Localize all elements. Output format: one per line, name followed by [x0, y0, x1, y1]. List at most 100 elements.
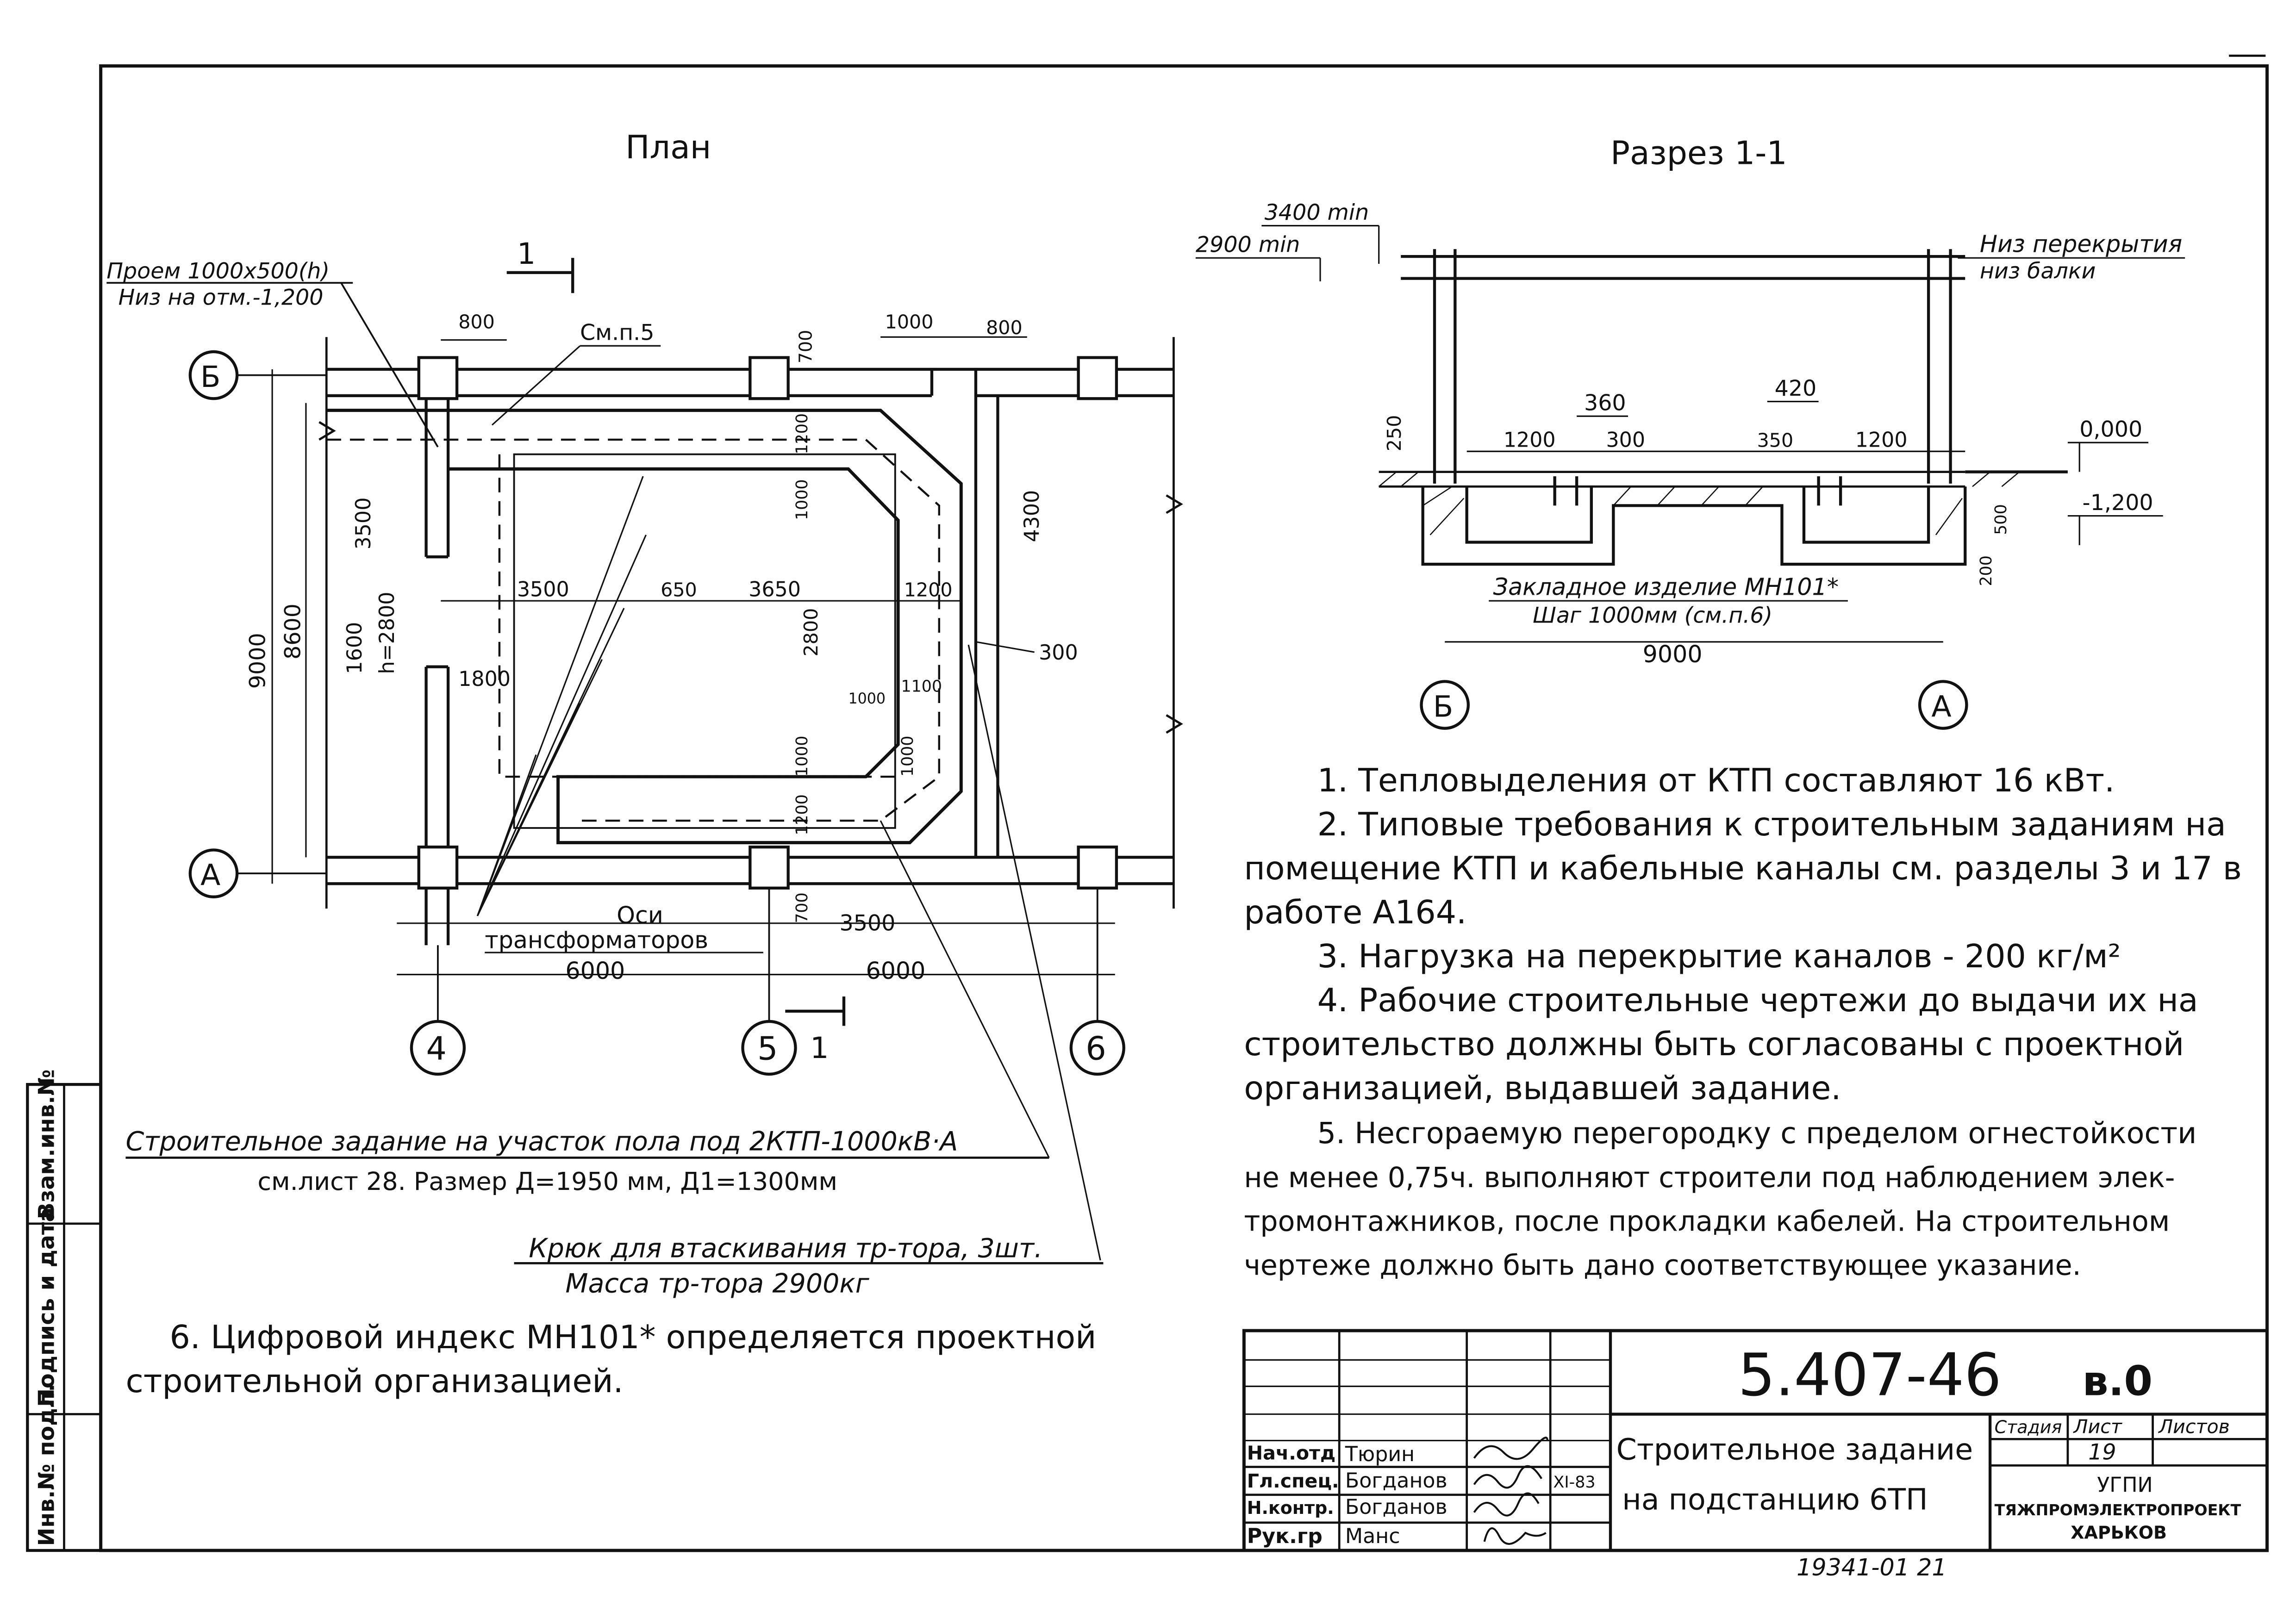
side-vzam-inv: Взам.инв.№: [34, 1069, 59, 1219]
section-axis-B-label: Б: [1433, 689, 1453, 723]
section-mark-top: 1: [517, 237, 536, 271]
section-dim-200: 200: [1977, 555, 1996, 586]
break-lines: [318, 337, 1183, 909]
dim-text: 650: [661, 579, 697, 601]
side-signature-date: Подпись и дата: [34, 1207, 59, 1407]
notes: 1. Тепловыделения от КТП составляют 16 к…: [1244, 762, 2242, 1282]
axis-A-marker: А: [188, 848, 327, 898]
section-dim-350: 350: [1757, 429, 1794, 452]
stamp-row-3-role: Рук.гр: [1247, 1525, 1323, 1548]
section-dim-1200b: 1200: [1855, 429, 1908, 452]
stamp-title-1: Строительное задание: [1616, 1432, 1973, 1467]
dim-text: 1100: [901, 678, 942, 696]
section-dim-1200a: 1200: [1504, 429, 1556, 452]
section-dim-360: 360: [1584, 391, 1626, 416]
title-block: [1242, 1329, 2269, 1552]
stamp-row-0-role: Нач.отд: [1247, 1442, 1335, 1464]
dim-text: 700: [793, 892, 811, 923]
note-2c: работе А164.: [1244, 894, 1466, 931]
plan-axes-label: Оси: [617, 902, 663, 929]
stamp-row-2-name: Богданов: [1345, 1495, 1447, 1519]
hook-line2: Масса тр-тора 2900кг: [565, 1269, 869, 1299]
section-dim-300: 300: [1606, 429, 1645, 452]
note-4c: организацией, выдавшей задание.: [1244, 1070, 1841, 1107]
stamp-row-1-role: Гл.спец.: [1247, 1470, 1339, 1492]
dim-text: 3500: [839, 911, 895, 936]
stamp-sheet-no: 19: [2088, 1440, 2116, 1465]
plan-opening-level: Низ на отм.-1,200: [119, 285, 324, 311]
dim-text: 1200: [793, 413, 811, 454]
plan-cable-channel: [326, 409, 963, 845]
dim-text: 3500: [517, 578, 569, 602]
side-inv-podl: Инв.№ подл.: [34, 1384, 59, 1546]
section-view: Разрез 1-1 3400 min 2900 min Низ перекры…: [1196, 135, 2185, 730]
plan-view: План Проем 1000х500(h) Низ на отм.-1,200…: [106, 129, 1183, 1261]
ceiling-note1: Низ перекрытия: [1980, 230, 2182, 258]
section-hatching: [1378, 471, 2020, 535]
axis-4-marker: 4: [410, 945, 466, 1076]
note-4b: строительство должны быть согласованы с …: [1244, 1026, 2184, 1063]
section-axis-A-label: А: [1931, 689, 1951, 723]
leader-line: [340, 282, 439, 448]
section-axis-B: Б: [1420, 680, 1470, 730]
leader-line: [491, 345, 581, 426]
dim-text: 1000: [793, 736, 811, 777]
level-0: 0,000: [2079, 417, 2142, 442]
dim-text: 1800: [458, 667, 511, 691]
axis-A-label: А: [200, 858, 220, 892]
dim-text: 1000: [793, 479, 811, 520]
section-dim-500: 500: [1992, 504, 2010, 535]
axis-B-marker: Б: [188, 350, 327, 400]
note-6-line1: 6. Цифровой индекс МН101* определяется п…: [169, 1319, 1096, 1356]
dim-text: 1200: [904, 579, 953, 601]
note-3: 3. Нагрузка на перекрытие каналов - 200 …: [1317, 938, 2121, 975]
dim-text: 1000: [898, 736, 917, 777]
dim-text: 8600: [280, 604, 306, 660]
plan-axes-label-2: трансформаторов: [485, 927, 708, 954]
leader-fan: [476, 476, 1101, 1261]
stamp-org-1: УГПИ: [2097, 1473, 2153, 1497]
stamp-org-2: ТЯЖПРОМЭЛЕКТРОПРОЕКТ: [1995, 1501, 2241, 1519]
stamp-code: 5.407-46: [1738, 1340, 2001, 1409]
ceiling-note2: низ балки: [1980, 259, 2096, 284]
note-2b: помещение КТП и кабельные каналы см. раз…: [1244, 850, 2242, 887]
dim-text: 9000: [245, 633, 270, 689]
plan-see-note: См.п.5: [580, 320, 654, 346]
dim-text: 1000: [848, 691, 886, 707]
axis-B-label: Б: [200, 360, 220, 394]
dim-text: 700: [795, 330, 816, 364]
sheet-frame: [99, 64, 2269, 1552]
stamp-org-3: ХАРЬКОВ: [2071, 1523, 2167, 1543]
stamp-row-2-role: Н.контр.: [1247, 1498, 1334, 1518]
dim-text: 1000: [885, 311, 934, 333]
dim-text: 300: [1039, 641, 1078, 665]
stamp-sheets-label: Листов: [2158, 1416, 2230, 1438]
dim-text: 800: [458, 311, 495, 333]
footer-number: 19341-01 21: [1797, 1554, 1947, 1581]
dim-text: 6000: [565, 957, 625, 984]
dim-text: h=2800: [375, 592, 399, 674]
hook-line1: Крюк для втаскивания тр-тора, 3шт.: [529, 1233, 1042, 1264]
side-strip: Инв.№ подл. Подпись и дата Взам.инв.№: [26, 1069, 102, 1552]
floor-task-line1: Строительное задание на участок пола под…: [125, 1127, 958, 1157]
axis-6-marker: 6: [1069, 888, 1125, 1076]
note-4a: 4. Рабочие строительные чертежи до выдач…: [1317, 982, 2198, 1019]
note-5d: чертеже должно быть дано соответствующее…: [1244, 1250, 2081, 1282]
dim-text: 3650: [749, 578, 801, 602]
section-title: Разрез 1-1: [1610, 135, 1787, 172]
plan-dim-lines: [271, 336, 1115, 976]
stamp-sheet-label: Лист: [2073, 1416, 2122, 1438]
axis-5-label: 5: [757, 1030, 778, 1067]
section-dim-420: 420: [1775, 376, 1817, 401]
plan-title: План: [625, 129, 711, 166]
section-dim-3400: 3400 min: [1265, 200, 1369, 225]
section-axis-A: А: [1918, 680, 1968, 730]
stamp-row-1-name: Богданов: [1345, 1469, 1447, 1493]
axis-6-label: 6: [1086, 1030, 1106, 1067]
embed-label2: Шаг 1000мм (см.п.6): [1533, 603, 1772, 629]
dim-text: 6000: [866, 957, 925, 984]
section-structure: [1379, 249, 1967, 566]
stamp-stage-label: Стадия: [1995, 1417, 2062, 1438]
stamp-suffix: в.0: [2083, 1357, 2152, 1405]
